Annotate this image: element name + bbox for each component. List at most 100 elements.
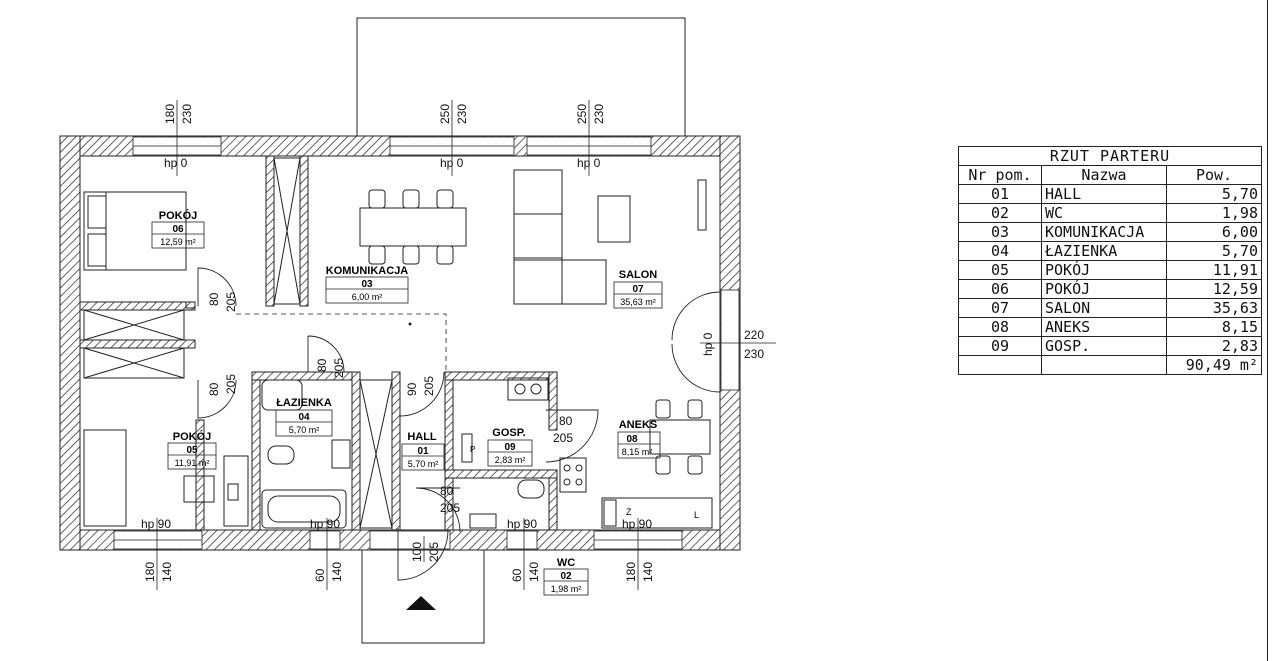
room-area: 35,63 m² [620, 297, 656, 307]
dim-label: 180 [143, 562, 157, 582]
room-number: 09 [504, 442, 516, 453]
cell-nr: 03 [958, 222, 1042, 242]
dim-label: 80 [207, 382, 221, 396]
dim-label: 230 [455, 104, 469, 124]
entrance-arrow-icon [406, 596, 436, 610]
top-dimension-labels: 180 230 250 230 250 230 hp 0 hp 0 hp 0 [163, 104, 606, 170]
room-number: 02 [560, 571, 572, 582]
dim-label: 80 [440, 484, 454, 498]
terrace-outline [356, 17, 686, 137]
dim-label: 205 [224, 374, 238, 394]
page-edge-line [1267, 0, 1268, 661]
dim-label: 140 [527, 562, 541, 582]
room-area: 5,70 m² [408, 459, 439, 469]
room-label-08: ANEKS 08 8,15 m² [617, 419, 661, 459]
kitchen-fixtures [461, 377, 713, 529]
dim-label: 205 [440, 501, 460, 515]
hp-label: hp 90 [310, 517, 340, 531]
table-header-nr: Nr pom. [958, 165, 1042, 185]
cell-name: SALON [1041, 298, 1167, 318]
dim-label: 205 [224, 292, 238, 312]
cell-name: HALL [1041, 184, 1167, 204]
dim-label: 220 [744, 328, 764, 342]
dim-label: 250 [438, 104, 452, 124]
room-label-06: POKÓJ 06 12,59 m² [151, 209, 205, 249]
communication-dashed-line [236, 313, 447, 372]
room-name: POKÓJ [173, 430, 212, 443]
top-dimensions [176, 100, 590, 176]
room-name: KOMUNIKACJA [326, 265, 409, 277]
hp-label: hp 90 [141, 517, 171, 531]
furniture-05 [83, 429, 249, 527]
room-area: 5,70 m² [289, 425, 320, 435]
dim-label: 80 [559, 414, 573, 428]
hp-label: hp 0 [440, 156, 464, 170]
cell-area: 5,70 [1166, 184, 1262, 204]
room-name: GOSP. [492, 427, 525, 439]
cell-nr: 06 [958, 279, 1042, 299]
bed-06 [83, 191, 187, 271]
room-label-09: GOSP. 09 2,83 m² [487, 427, 533, 467]
room-area: 6,00 m² [352, 292, 383, 302]
bottom-dimensions [156, 518, 639, 590]
hp-label: hp 90 [622, 517, 652, 531]
cell-nr: 09 [958, 336, 1042, 356]
cell-name: ŁAZIENKA [1041, 241, 1167, 261]
room-number: 01 [417, 446, 429, 457]
room-name: SALON [619, 269, 658, 281]
cell-nr: 01 [958, 184, 1042, 204]
aneks-table [649, 399, 711, 475]
cell-total-area: 90,49 m² [1166, 355, 1262, 375]
dim-label: 180 [624, 562, 638, 582]
cell-empty [1041, 355, 1167, 375]
cell-name: KOMUNIKACJA [1041, 222, 1167, 242]
room-label-05: POKÓJ 05 11,91 m² [167, 430, 217, 470]
dim-label: 100 [410, 542, 424, 562]
room-name: ŁAZIENKA [276, 397, 332, 409]
room-label-03: KOMUNIKACJA 03 6,00 m² [325, 265, 409, 304]
room-name: ANEKS [619, 419, 658, 431]
cell-name: POKÓJ [1041, 260, 1167, 280]
cell-area: 6,00 [1166, 222, 1262, 242]
dining-table [359, 189, 467, 265]
cell-area: 2,83 [1166, 336, 1262, 356]
dim-label: 230 [180, 104, 194, 124]
room-label-02: WC 02 1,98 m² [543, 557, 589, 596]
fixture-label-p: P [470, 445, 475, 454]
wardrobes [83, 157, 393, 529]
cell-area: 12,59 [1166, 279, 1262, 299]
dim-label: 60 [313, 568, 327, 582]
hp-label: hp 0 [701, 332, 715, 356]
room-label-01: HALL 01 5,70 m² [401, 431, 445, 471]
dim-label: 140 [641, 562, 655, 582]
dim-label: 90 [405, 382, 419, 396]
cell-area: 5,70 [1166, 241, 1262, 261]
dim-label: 205 [427, 542, 441, 562]
room-name: WC [557, 557, 575, 569]
bottom-dimension-labels: 180 140 60 140 100 205 60 140 180 140 hp… [141, 517, 655, 582]
table-title: RZUT PARTERU [958, 146, 1262, 166]
dim-label: 140 [330, 562, 344, 582]
hp-label: hp 90 [507, 517, 537, 531]
door-dimension-labels: 80 205 80 205 80 205 90 205 80 205 80 20… [207, 292, 573, 515]
cell-nr: 04 [958, 241, 1042, 261]
dim-label: 230 [744, 347, 764, 361]
room-name: HALL [407, 431, 437, 443]
cell-area: 35,63 [1166, 298, 1262, 318]
cell-name: ANEKS [1041, 317, 1167, 337]
dim-label: 205 [553, 431, 573, 445]
dim-label: 180 [163, 104, 177, 124]
cell-empty [958, 355, 1042, 375]
table-header-area: Pow. [1166, 165, 1262, 185]
fixture-label-z: Z [626, 507, 632, 517]
cell-name: POKÓJ [1041, 279, 1167, 299]
fixture-label-l: L [694, 510, 699, 520]
dim-label: 230 [592, 104, 606, 124]
